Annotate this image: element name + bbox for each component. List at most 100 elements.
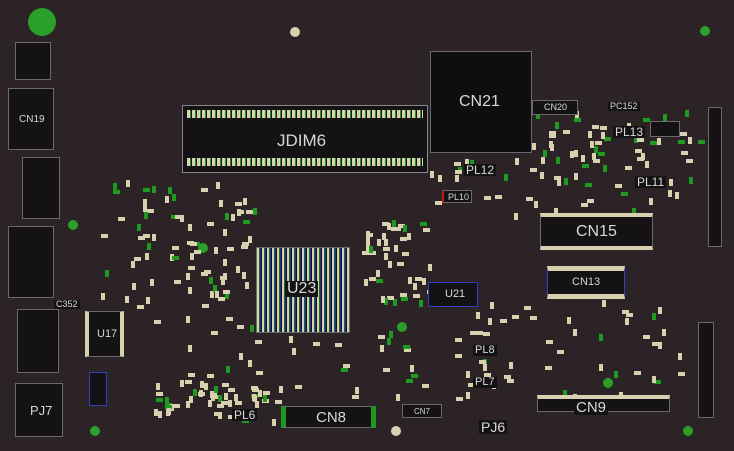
smd-pad: [423, 228, 430, 233]
mounting-hole: [700, 26, 710, 36]
smd-pad: [101, 233, 109, 238]
smd-pad: [132, 282, 137, 290]
smd-pad: [399, 237, 407, 242]
smd-pad: [650, 141, 658, 146]
smd-pad: [217, 394, 222, 402]
component-right-edge-connector-2[interactable]: [698, 322, 714, 418]
smd-pad: [465, 159, 470, 167]
smd-pad: [685, 158, 693, 163]
smd-pad: [164, 196, 169, 204]
smd-pad: [126, 180, 131, 188]
smd-pad: [478, 360, 486, 365]
smd-pad: [625, 313, 633, 318]
component-pl10[interactable]: PL10: [442, 190, 472, 203]
component-u17[interactable]: U17: [85, 311, 124, 357]
smd-pad: [213, 284, 218, 292]
smd-pad: [593, 145, 598, 153]
smd-pad: [532, 143, 537, 151]
component-u23[interactable]: U23: [256, 247, 350, 333]
smd-pad: [428, 264, 433, 272]
smd-pad: [554, 207, 559, 215]
smd-pad: [397, 224, 405, 229]
smd-pad: [382, 232, 387, 240]
smd-pad: [588, 131, 593, 139]
smd-pad: [218, 297, 226, 302]
smd-pad: [483, 363, 487, 371]
smd-pad: [380, 295, 385, 303]
smd-pad: [406, 378, 414, 383]
component-top-left[interactable]: [15, 42, 51, 80]
smd-pad: [540, 156, 545, 164]
smd-pad: [412, 282, 417, 290]
label-pl7: PL7: [473, 376, 497, 388]
connector-left-2[interactable]: [8, 226, 54, 298]
smd-pad: [554, 176, 562, 181]
smd-pad: [603, 137, 611, 142]
smd-pad: [254, 340, 262, 345]
smd-pad: [422, 383, 430, 388]
smd-pad: [643, 335, 651, 340]
smd-pad: [454, 338, 462, 343]
smd-pad: [562, 129, 570, 134]
component-pl13-inductor[interactable]: [650, 121, 680, 137]
smd-pad: [482, 331, 490, 336]
component-cn21[interactable]: CN21: [430, 51, 532, 153]
component-u21[interactable]: U21: [428, 282, 478, 307]
component-cn15[interactable]: CN15: [540, 213, 653, 250]
component-cn20[interactable]: CN20: [532, 100, 578, 115]
smd-pad: [221, 277, 226, 285]
smd-pad: [362, 251, 370, 256]
component-cn19[interactable]: CN19: [8, 88, 54, 150]
component-left-connector-3[interactable]: [17, 309, 59, 373]
smd-pad: [484, 195, 492, 200]
smd-pad: [144, 212, 149, 220]
smd-pad: [657, 342, 662, 350]
smd-pad: [636, 137, 644, 142]
smd-pad: [189, 241, 197, 246]
smd-pad: [368, 251, 376, 256]
smd-pad: [291, 347, 296, 355]
smd-pad: [488, 317, 493, 325]
component-small-ic[interactable]: [89, 372, 107, 406]
smd-pad: [678, 353, 683, 361]
smd-pad: [246, 209, 254, 214]
component-cn7[interactable]: CN7: [402, 404, 442, 418]
smd-pad: [213, 391, 218, 399]
smd-pad: [142, 233, 150, 238]
smd-pad: [624, 166, 632, 171]
smd-pad: [635, 148, 643, 153]
smd-pad: [684, 110, 689, 118]
component-cn13[interactable]: CN13: [547, 266, 625, 299]
smd-pad: [418, 299, 423, 307]
component-pj7[interactable]: PJ7: [15, 383, 63, 437]
component-jdim6[interactable]: JDIM6: [182, 105, 428, 173]
smd-pad: [225, 212, 230, 220]
smd-pad: [142, 198, 147, 206]
label-u23: U23: [285, 280, 319, 297]
smd-pad: [636, 157, 644, 162]
smd-pad: [263, 394, 268, 402]
component-right-edge-connector[interactable]: [708, 107, 722, 247]
label-cn13: CN13: [570, 276, 603, 288]
smd-pad: [101, 293, 106, 301]
smd-pad: [564, 177, 569, 185]
smd-pad: [454, 354, 462, 359]
connector-left[interactable]: [22, 157, 60, 219]
component-cn9[interactable]: CN9: [537, 395, 670, 415]
label-pl8: PL8: [473, 344, 497, 356]
smd-pad: [165, 396, 170, 404]
smd-pad: [208, 400, 213, 408]
smd-pad: [530, 168, 538, 173]
smd-pad: [401, 297, 409, 302]
smd-pad: [200, 271, 208, 276]
smd-pad: [368, 246, 373, 254]
smd-pad: [200, 188, 208, 193]
smd-pad: [218, 199, 223, 207]
smd-pad: [622, 309, 630, 314]
smd-pad: [465, 370, 470, 378]
component-cn8[interactable]: CN8: [281, 406, 376, 428]
smd-pad: [506, 378, 514, 383]
label-u17: U17: [95, 328, 120, 340]
label-cn19: CN19: [17, 114, 47, 125]
